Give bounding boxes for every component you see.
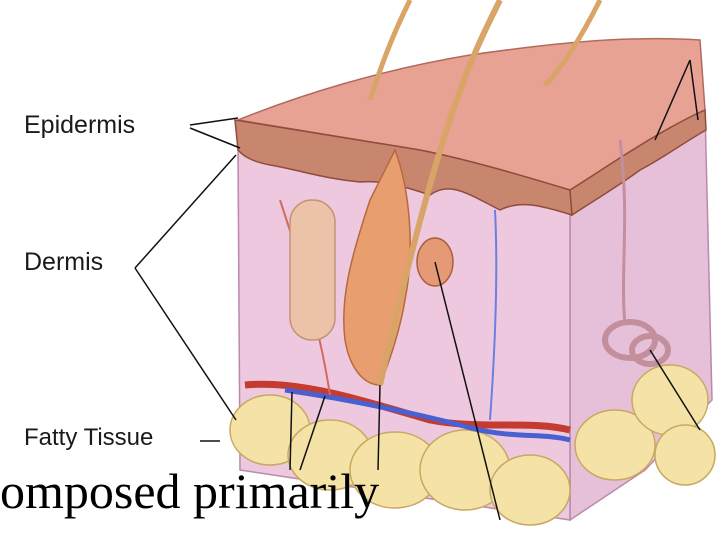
gland xyxy=(290,200,335,340)
label-dermis: Dermis xyxy=(24,248,103,277)
caption-text: omposed primarily xyxy=(0,466,379,516)
label-fatty-tissue: Fatty Tissue xyxy=(24,424,153,452)
label-epidermis: Epidermis xyxy=(24,111,135,140)
